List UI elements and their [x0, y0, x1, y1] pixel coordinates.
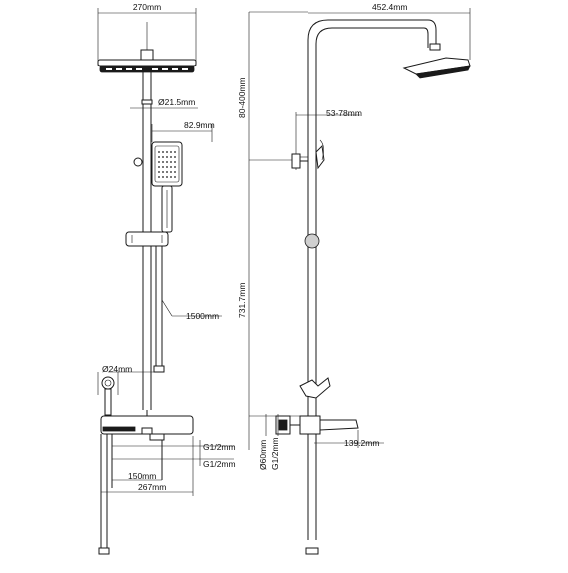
slide-knob-side [304, 233, 320, 249]
dim-spout-reach-label: 139.2mm [344, 438, 379, 448]
dim-escutcheon-diameter-label: Ø60mm [258, 440, 268, 470]
spray-handle-side [299, 377, 331, 399]
dim-head-width: 270mm [97, 2, 197, 66]
dim-vertical-upper: 80-400mm [237, 77, 247, 118]
slide-bracket-front [125, 231, 169, 247]
dim-inlet-thread-2-label: G1/2mm [203, 459, 236, 469]
dim-head-reach: 452.4mm [308, 2, 471, 60]
dim-handset-width: 82.9mm [151, 120, 215, 142]
dim-spout-reach: 139.2mm [314, 430, 384, 448]
dim-vertical-main-label: 731.7mm [237, 283, 247, 318]
rain-shower-head-front [97, 49, 197, 73]
hose-front [153, 246, 165, 373]
mini-hand-shower-front: Ø24mm [97, 364, 160, 416]
dim-hose-length: 1500mm [161, 299, 222, 321]
hand-shower-holder-side [291, 139, 325, 170]
hand-shower-front [133, 141, 183, 233]
rain-shower-head-side [402, 57, 471, 79]
dim-valve-length: 267mm [101, 436, 194, 496]
dim-vertical-upper-label: 80-400mm [237, 77, 247, 118]
dim-adjust-range-label: 53-78mm [326, 108, 362, 118]
dim-head-reach-label: 452.4mm [372, 2, 407, 12]
dim-side-thread-label: G1/2mm [270, 437, 280, 470]
valve-side [275, 415, 359, 435]
thermostatic-valve-front [100, 410, 194, 441]
dim-inlet-thread-1-label: G1/2mm [203, 442, 236, 452]
dim-pipe-diameter-label: Ø21.5mm [158, 97, 195, 107]
dim-hose-length-label: 1500mm [186, 311, 219, 321]
dim-pipe-diameter: Ø21.5mm [130, 97, 198, 109]
dim-valve-length-label: 267mm [138, 482, 166, 492]
riser-pipe-side [305, 19, 441, 555]
dim-inlet-threads: G1/2mm G1/2mm [112, 440, 236, 469]
dim-handset-width-label: 82.9mm [184, 120, 215, 130]
valve-inlet-legs-front [98, 434, 163, 555]
side-view: 80-400mm 731.7mm 452.4mm 53-78mm [237, 2, 471, 555]
dim-hand-diameter-label: Ø24mm [102, 364, 132, 374]
dim-head-width-label: 270mm [133, 2, 161, 12]
dim-escutcheon: Ø60mm G1/2mm [258, 414, 280, 470]
dim-inlet-centers: 150mm [112, 471, 162, 481]
front-view: 270mm Ø21.5mm [97, 2, 236, 555]
dim-vertical-main: 731.7mm [237, 283, 247, 318]
dim-inlet-centers-label: 150mm [128, 471, 156, 481]
